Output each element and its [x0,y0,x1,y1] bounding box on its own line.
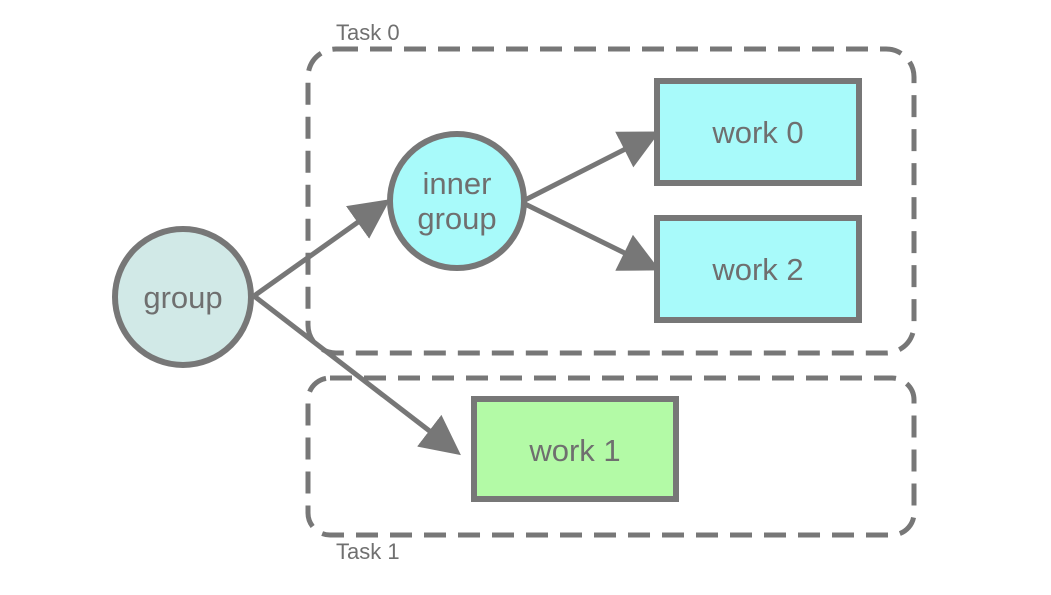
work-2-node-label: work 2 [711,252,803,287]
edge-inner-group-to-work-2 [523,201,660,271]
task-1-container [305,375,917,538]
work-0-node: work 0 [654,78,862,186]
task-1-label: Task 1 [336,539,400,564]
group-node-label: group [143,280,222,315]
edge-group-to-work-1 [252,294,461,456]
work-1-node-label: work 1 [528,433,620,468]
task-0-label: Task 0 [336,20,400,45]
work-0-node-label: work 0 [711,115,803,150]
edge-group-to-inner-group [252,199,391,299]
inner-group-node-label-line1: inner [423,166,492,201]
work-2-node: work 2 [654,215,862,323]
group-node: group [112,226,254,368]
inner-group-node: inner group [387,131,527,271]
task-0-container [305,46,917,356]
inner-group-node-label-line2: group [417,201,496,236]
work-1-node: work 1 [471,396,679,502]
edge-inner-group-to-work-0 [523,131,660,203]
